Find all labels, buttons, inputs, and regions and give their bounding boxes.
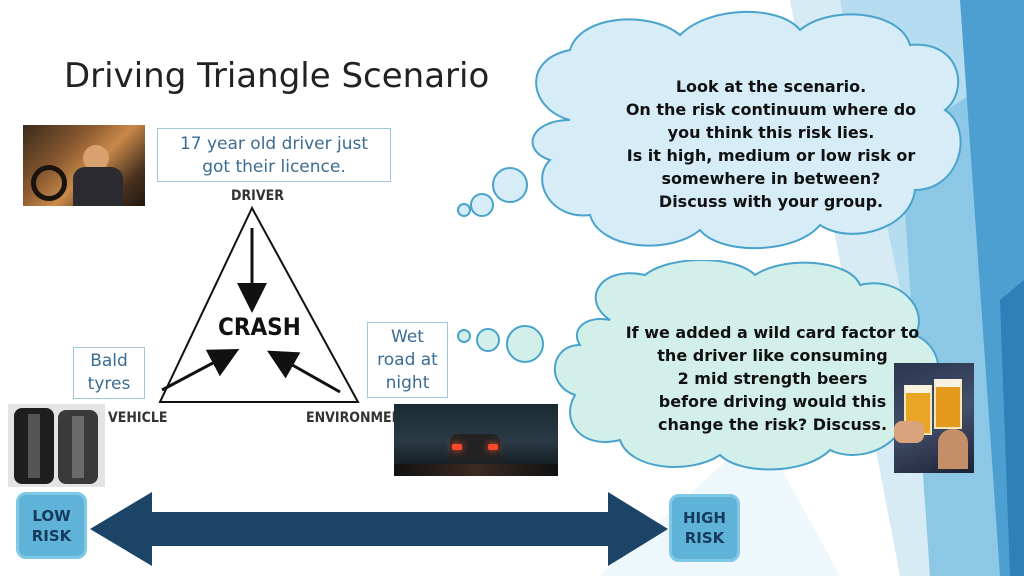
risk-continuum-arrow [90,492,668,566]
driver-photo [23,125,145,206]
environment-label: ENVIRONMENT [306,410,411,426]
cloud-top-line5: somewhere in between? [661,169,881,188]
driver-box-line1: 17 year old driver just [179,134,369,154]
low-risk-line1: LOW [32,506,71,525]
cloud-bottom-text: If we added a wild card factor to the dr… [610,321,935,436]
driver-scenario-box: 17 year old driver just got their licenc… [157,128,391,182]
high-risk-line1: HIGH [682,509,726,527]
environment-scenario-box: Wet road at night [367,322,448,398]
cloud-bottom-line5: change the risk? Discuss. [657,415,888,434]
low-risk-box: LOW RISK [16,492,87,559]
environment-box-line1: Wet [391,327,424,347]
cloud-top-line3: you think this risk lies. [667,123,875,142]
driver-label: DRIVER [231,188,284,204]
crash-label: CRASH [218,313,301,341]
cloud-bottom-line2: the driver like consuming [657,346,888,365]
cloud-top-line6: Discuss with your group. [658,192,884,211]
low-risk-line2: RISK [31,526,72,545]
driving-triangle [158,205,360,403]
driver-box-line2: got their licence. [202,157,346,177]
beers-photo [894,363,974,473]
thought-cloud-top [457,10,962,250]
triangle-outline [158,205,360,403]
vehicle-label: VEHICLE [108,410,168,426]
bald-tyres-photo [8,404,105,487]
cloud-bottom-line3: 2 mid strength beers [677,369,868,388]
vehicle-arrow [161,348,240,392]
cloud-top-line4: Is it high, medium or low risk or [626,146,916,165]
cloud-top-line2: On the risk continuum where do [625,100,917,119]
cloud-top-line1: Look at the scenario. [675,77,867,96]
high-risk-box: HIGH RISK [669,494,740,562]
page-title: Driving Triangle Scenario [64,56,490,96]
vehicle-box-line2: tyres [87,374,131,394]
environment-box-line2: road at [377,350,438,370]
wet-road-photo [394,404,558,476]
cloud-top-text: Look at the scenario. On the risk contin… [596,75,946,213]
vehicle-box-line1: Bald [90,351,128,371]
environment-arrow [266,350,341,394]
cloud-bottom-line4: before driving would this [658,392,887,411]
environment-box-line3: night [385,373,430,393]
vehicle-scenario-box: Bald tyres [73,347,145,399]
cloud-bottom-line1: If we added a wild card factor to [625,323,920,342]
high-risk-line2: RISK [684,529,725,547]
